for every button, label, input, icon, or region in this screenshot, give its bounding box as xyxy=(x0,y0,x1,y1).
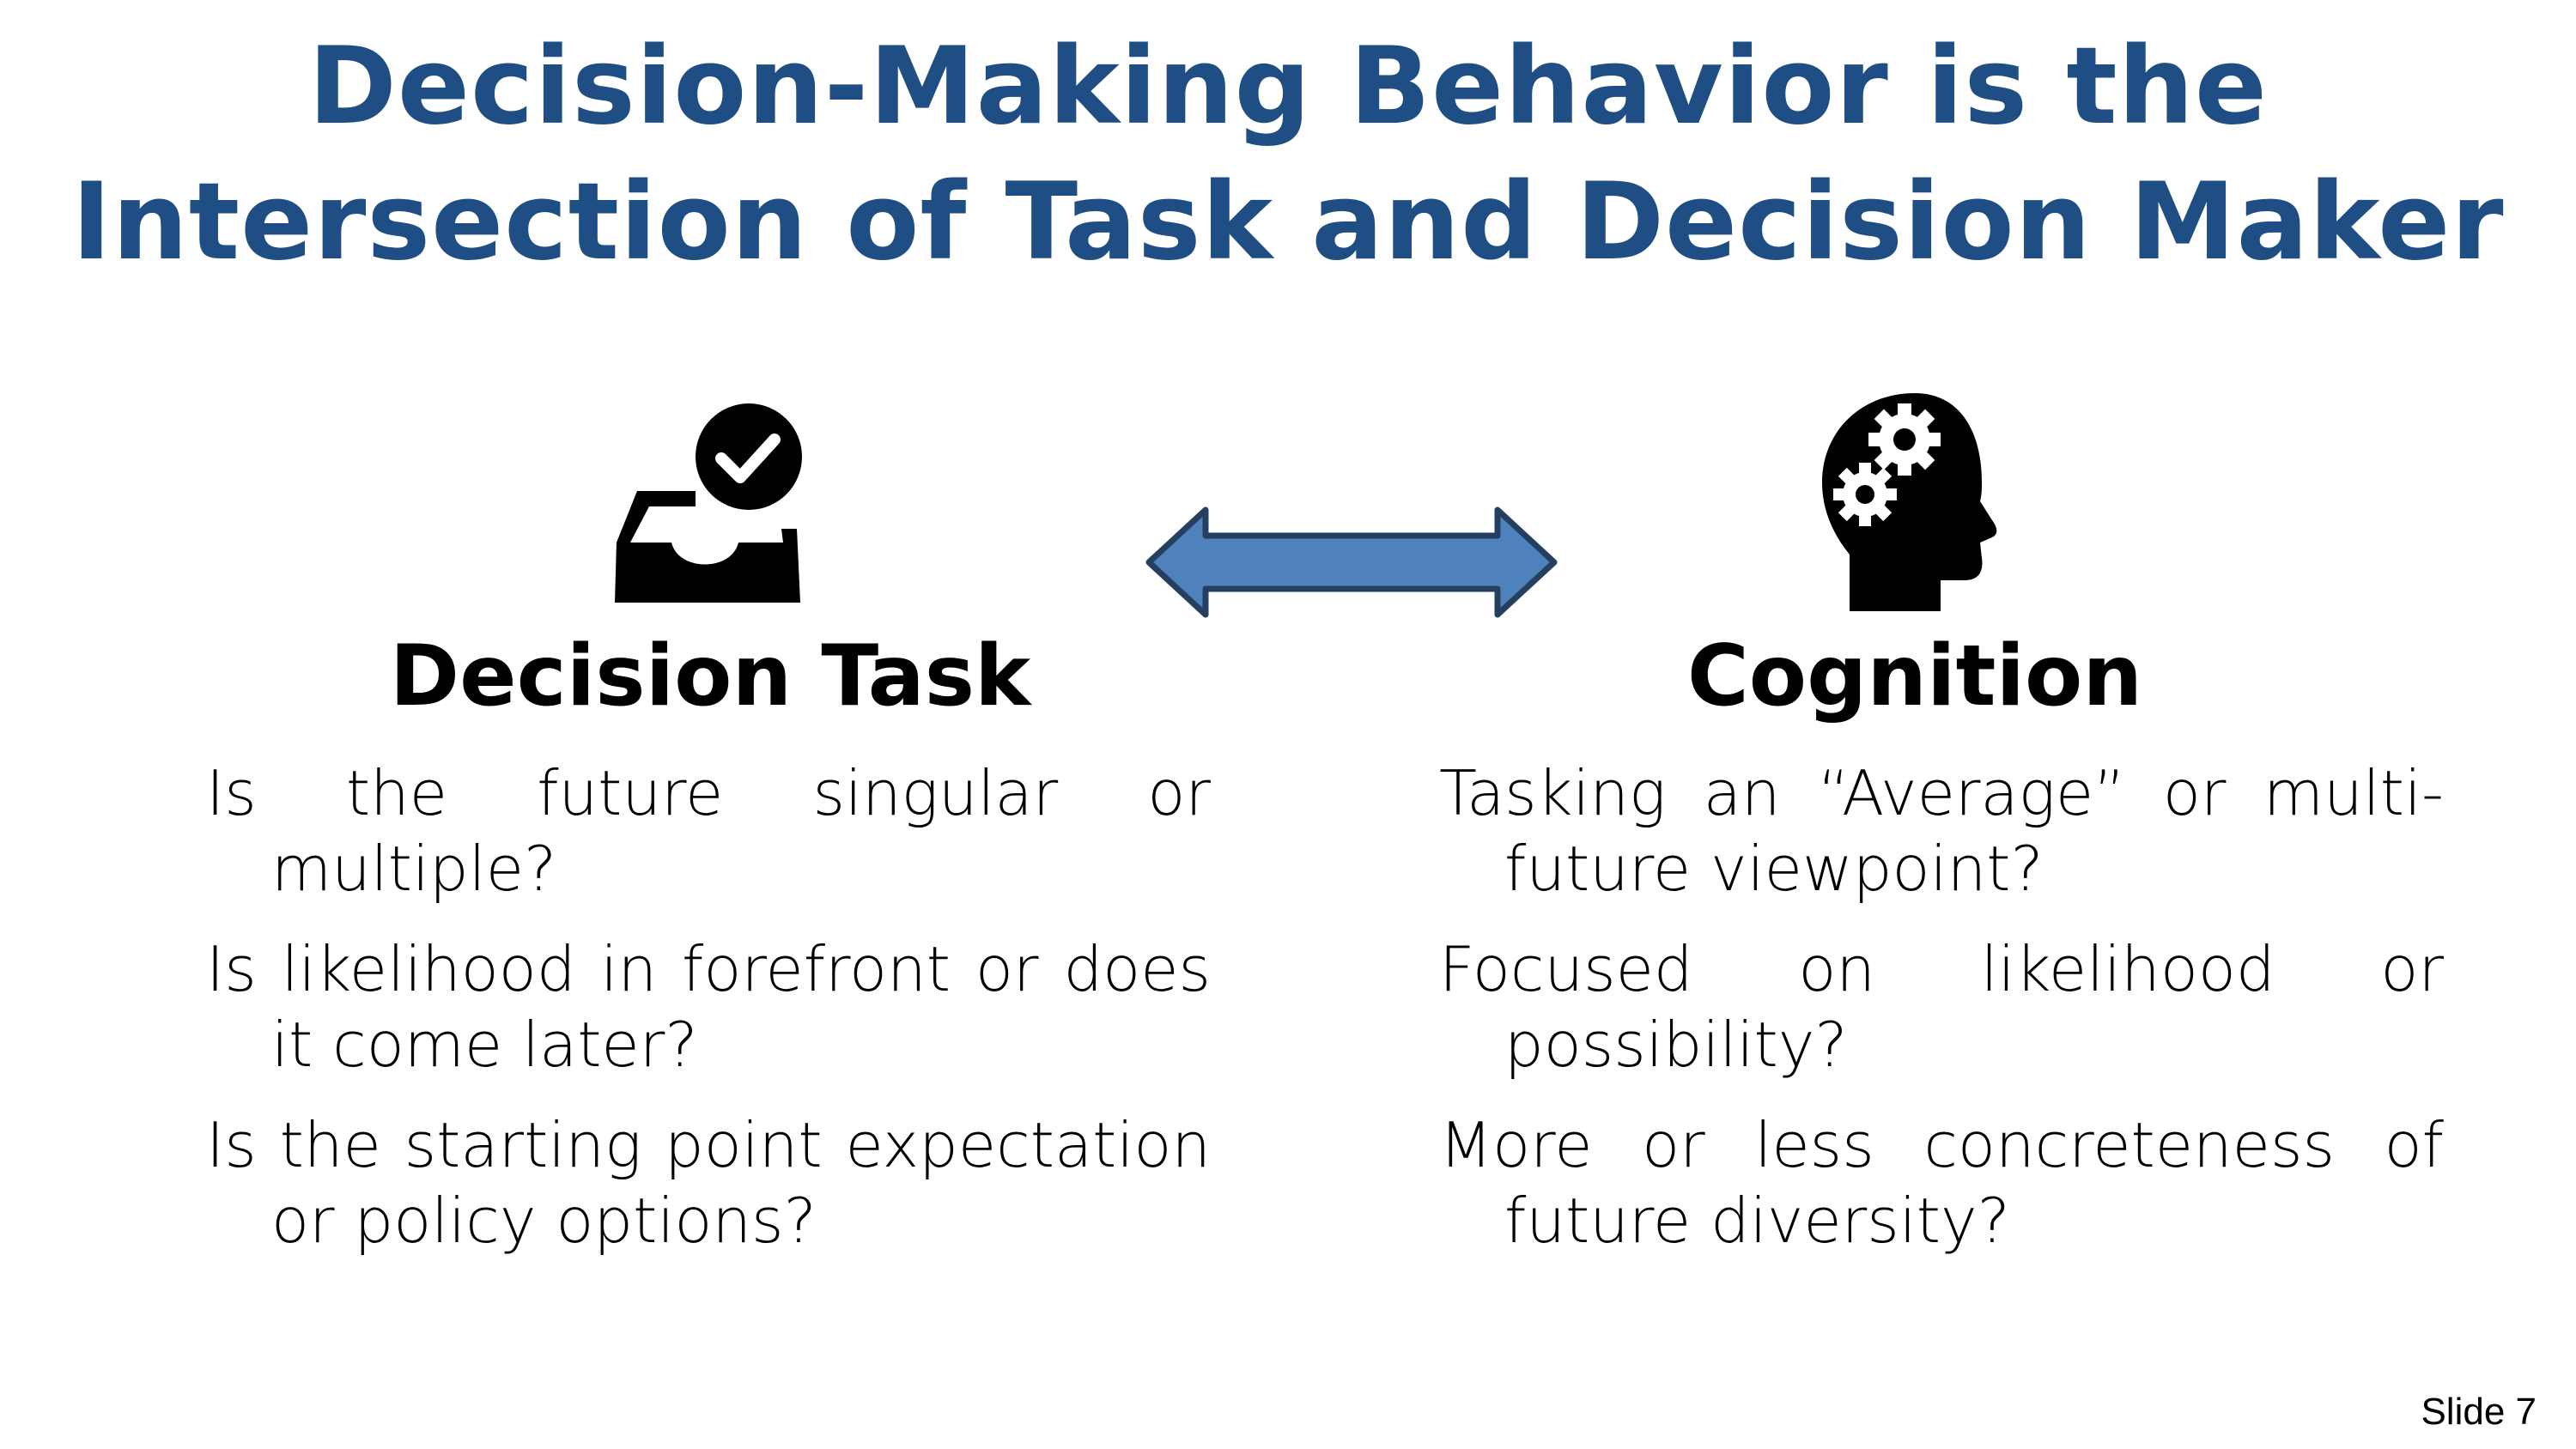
list-item: Is the starting point expectation or pol… xyxy=(206,1109,1211,1257)
slide-title: Decision-Making Behavior is the Intersec… xyxy=(0,19,2576,290)
double-arrow-icon xyxy=(1144,505,1559,620)
cognition-heading: Cognition xyxy=(1686,627,2143,725)
decision-task-heading: Decision Task xyxy=(389,627,1031,725)
cognition-list: Tasking an “Average” or multi-future vie… xyxy=(1439,755,2444,1283)
slide-number: Slide 7 xyxy=(2421,1391,2537,1433)
decision-task-list: Is the future singular or multiple? Is l… xyxy=(206,755,1211,1283)
head-gears-icon xyxy=(1812,386,2018,616)
list-item: Is the future singular or multiple? xyxy=(206,757,1211,905)
list-item: Tasking an “Average” or multi-future vie… xyxy=(1439,757,2444,905)
title-line-2: Intersection of Task and Decision Maker xyxy=(71,161,2505,284)
inbox-check-icon xyxy=(611,403,817,609)
list-item: Is likelihood in forefront or does it co… xyxy=(206,933,1211,1081)
list-item: Focused on likelihood or possibility? xyxy=(1439,933,2444,1081)
list-item: More or less concreteness of future dive… xyxy=(1439,1109,2444,1257)
title-line-1: Decision-Making Behavior is the xyxy=(307,25,2269,149)
